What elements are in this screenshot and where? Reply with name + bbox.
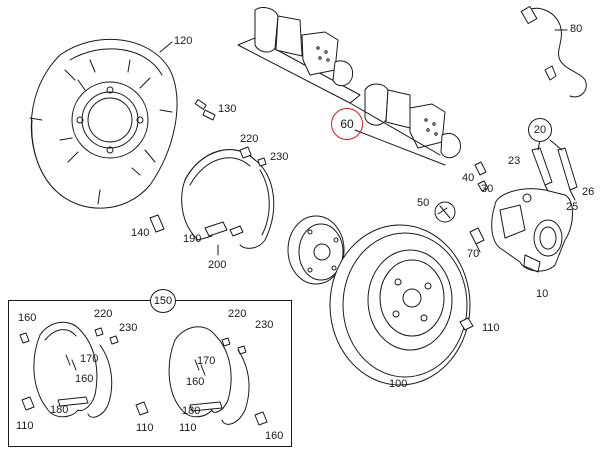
inset-callout-230-b: 230 [255, 319, 274, 331]
inset-callout-230-a: 230 [119, 322, 138, 334]
callout-40: 40 [462, 172, 475, 184]
callout-70: 70 [467, 248, 480, 260]
callout-circle-20: 20 [528, 118, 552, 142]
inset-callout-180-b: 180 [182, 405, 201, 417]
callout-30: 30 [481, 183, 494, 195]
highlighted-part-label: 60 [340, 117, 354, 131]
callout-220: 220 [240, 133, 259, 145]
inset-callout-160-d: 160 [265, 430, 284, 442]
callout-130: 130 [218, 103, 237, 115]
caliper-bracket-50 [434, 201, 456, 223]
callout-110: 110 [482, 322, 500, 334]
inset-callout-110-c: 110 [136, 422, 154, 434]
inset-callout-180-a: 180 [50, 404, 69, 416]
callout-26: 26 [582, 186, 595, 198]
dust-shield [29, 38, 178, 209]
parking-shoe-kit-drawing [19, 321, 268, 426]
callout-25: 25 [566, 201, 579, 213]
inset-callout-170-a: 170 [80, 353, 99, 365]
callout-80: 80 [570, 23, 583, 35]
inset-callout-110-d: 110 [179, 422, 197, 434]
inset-callout-220-b: 220 [228, 308, 247, 320]
callout-200: 200 [208, 259, 227, 271]
callout-23: 23 [508, 155, 521, 167]
brake-disc [329, 224, 471, 386]
callout-10: 10 [536, 288, 549, 300]
inset-callout-110-b: 110 [16, 420, 34, 432]
group-label: 150 [153, 295, 173, 307]
highlighted-part-callout[interactable]: 60 [331, 108, 363, 140]
callout-230: 230 [270, 151, 289, 163]
wear-sensor [520, 5, 587, 98]
inset-callout-160-b: 160 [75, 373, 94, 385]
inset-callout-170-b: 170 [197, 355, 216, 367]
inset-callout-160-c: 160 [186, 376, 205, 388]
group-label-circle: 150 [150, 289, 176, 313]
callout-140: 140 [131, 227, 150, 239]
callout-100: 100 [389, 378, 408, 390]
callout-20: 20 [533, 124, 547, 136]
guide-pins [531, 147, 578, 201]
brake-pads-upper [237, 7, 461, 166]
callout-120: 120 [174, 35, 193, 47]
bolt-130 [194, 98, 216, 121]
inset-callout-160-a: 160 [18, 312, 37, 324]
brake-caliper [491, 188, 573, 273]
parking-brake-shoes [181, 146, 275, 249]
callout-190: 190 [183, 233, 202, 245]
wheel-hub [287, 215, 345, 285]
callout-50: 50 [417, 197, 430, 209]
inset-callout-220-a: 220 [94, 308, 113, 320]
